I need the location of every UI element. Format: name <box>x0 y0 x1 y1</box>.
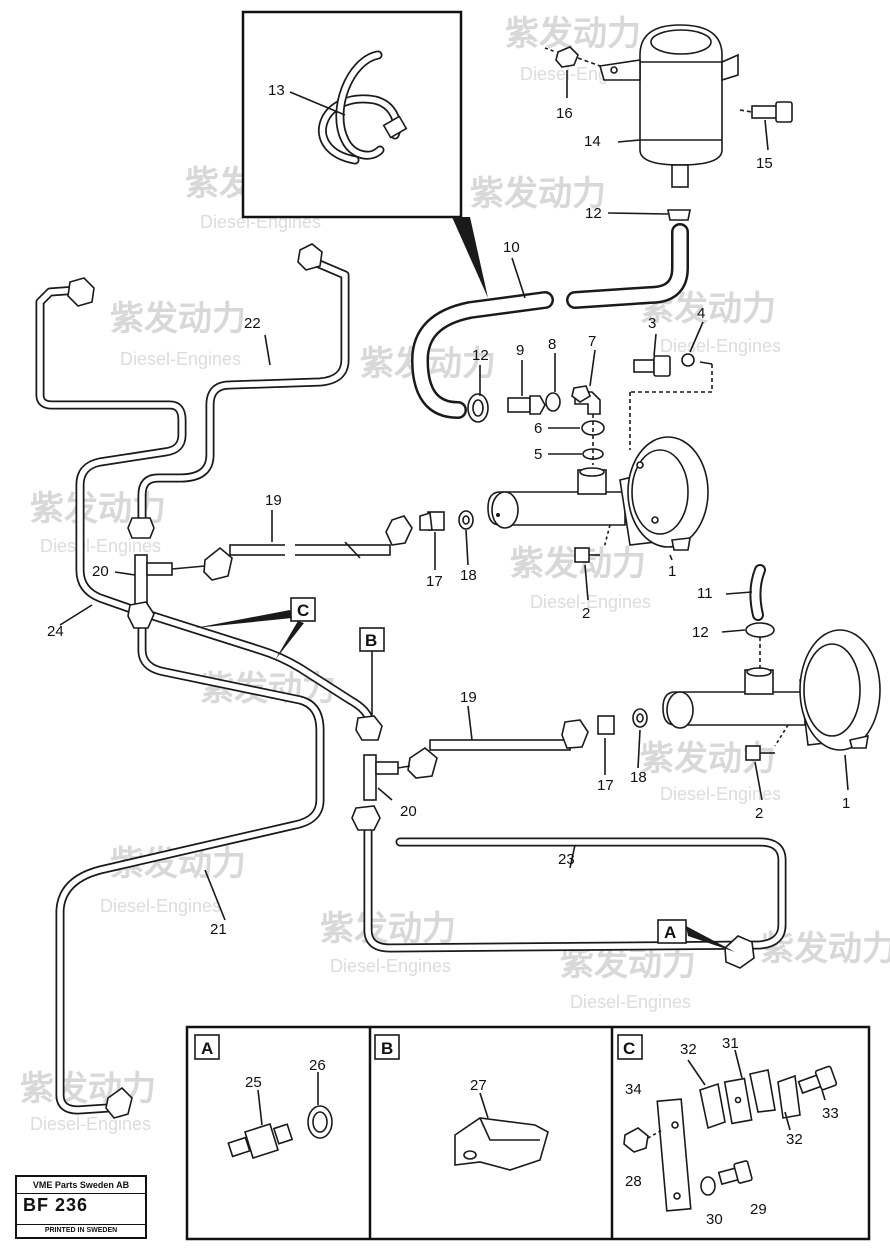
callout-c-label: C <box>297 601 309 620</box>
label-12-mid: 12 <box>472 347 489 364</box>
label-5: 5 <box>534 446 542 463</box>
detail-c-title: C <box>623 1039 635 1058</box>
label-17-upper: 17 <box>426 573 443 590</box>
clamp-detail-inset <box>241 10 488 298</box>
label-2-lower: 2 <box>755 805 763 822</box>
parts-stamp: VME Parts Sweden AB BF 236 PRINTED IN SW… <box>15 1175 147 1239</box>
watermark-text: 紫发动力 <box>505 15 641 53</box>
fittings-group <box>507 353 713 465</box>
watermark-text: 紫发动力 <box>320 910 456 948</box>
detail-a: A 25 26 <box>194 1034 333 1160</box>
label-19-lower: 19 <box>460 689 477 706</box>
callout-b: B <box>359 627 385 715</box>
watermark-text: 紫发动力 <box>560 945 696 983</box>
watermark-layer: 紫发动力 Diesel-Engines 紫发动力 Diesel-Engines … <box>20 15 890 1144</box>
watermark-text: 紫发动力 <box>20 1070 156 1108</box>
upper-cylinder <box>487 436 709 563</box>
reservoir-group <box>544 24 793 188</box>
stamp-company: VME Parts Sweden AB <box>17 1177 145 1194</box>
watermark-text: Diesel-Engines <box>570 992 691 1012</box>
label-33: 33 <box>822 1105 839 1122</box>
label-10: 10 <box>503 239 520 256</box>
label-12-low: 12 <box>692 624 709 641</box>
watermark-text: 紫发动力 <box>470 175 606 213</box>
detail-c: C 32 31 34 33 32 28 30 29 <box>617 1034 839 1228</box>
part-labels: 13 16 14 15 12 10 22 3 4 7 8 9 12 6 5 19… <box>47 82 850 938</box>
label-14: 14 <box>584 133 601 150</box>
label-22: 22 <box>244 315 261 332</box>
label-8: 8 <box>548 336 556 353</box>
label-20-lower: 20 <box>400 803 417 820</box>
label-11: 11 <box>697 585 713 602</box>
watermark-text: Diesel-Engines <box>100 896 221 916</box>
label-17-lower: 17 <box>597 777 614 794</box>
label-18-upper: 18 <box>460 567 477 584</box>
upper-line-19 <box>134 510 474 606</box>
label-21: 21 <box>210 921 227 938</box>
label-13: 13 <box>268 82 285 99</box>
watermark-text: Diesel-Engines <box>530 592 651 612</box>
leader-lines <box>59 321 763 921</box>
brake-pipes <box>35 243 787 1119</box>
label-34: 34 <box>625 1081 642 1098</box>
callout-c: C <box>195 597 316 660</box>
watermark-text: 紫发动力 <box>110 300 246 338</box>
lower-line-19 <box>363 708 648 801</box>
label-18-lower: 18 <box>630 769 647 786</box>
label-31: 31 <box>722 1035 739 1052</box>
label-20-upper: 20 <box>92 563 109 580</box>
label-32-top: 32 <box>680 1041 697 1058</box>
watermark-text: Diesel-Engines <box>30 1114 151 1134</box>
stamp-printed: PRINTED IN SWEDEN <box>17 1224 145 1237</box>
label-15: 15 <box>756 155 773 172</box>
watermark-text: Diesel-Engines <box>660 336 781 356</box>
label-4: 4 <box>697 305 705 322</box>
label-26: 26 <box>309 1057 326 1074</box>
stamp-code: BF 236 <box>23 1195 89 1215</box>
label-3: 3 <box>648 315 656 332</box>
label-1-lower: 1 <box>842 795 850 812</box>
label-24: 24 <box>47 623 64 640</box>
label-23: 23 <box>558 851 575 868</box>
detail-b-title: B <box>381 1039 393 1058</box>
label-19-upper: 19 <box>265 492 282 509</box>
label-9: 9 <box>516 342 524 359</box>
detail-a-title: A <box>201 1039 213 1058</box>
watermark-text: Diesel-Engines <box>660 784 781 804</box>
label-12-top: 12 <box>585 205 602 222</box>
label-30: 30 <box>706 1211 723 1228</box>
lower-cylinder <box>662 564 881 791</box>
hose-group <box>411 209 691 423</box>
label-6: 6 <box>534 420 542 437</box>
watermark-text: Diesel-Engines <box>40 536 161 556</box>
label-7: 7 <box>588 333 596 350</box>
callout-a-label: A <box>664 923 676 942</box>
watermark-text: Diesel-Engines <box>330 956 451 976</box>
detail-b: B 27 <box>374 1034 549 1171</box>
label-2-upper: 2 <box>582 605 590 622</box>
callout-a: A <box>657 919 735 952</box>
label-32-low: 32 <box>786 1131 803 1148</box>
callout-b-label: B <box>365 631 377 650</box>
label-29: 29 <box>750 1201 767 1218</box>
label-25: 25 <box>245 1074 262 1091</box>
label-28: 28 <box>625 1173 642 1190</box>
label-27: 27 <box>470 1077 487 1094</box>
label-1-upper: 1 <box>668 563 676 580</box>
watermark-text: Diesel-Engines <box>120 349 241 369</box>
label-16: 16 <box>556 105 573 122</box>
